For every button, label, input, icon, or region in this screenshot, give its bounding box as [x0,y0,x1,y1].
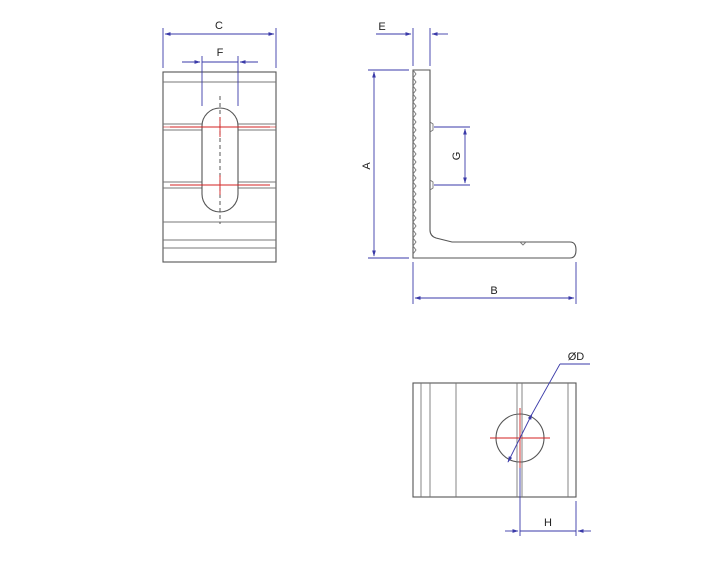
dimension-g-label: G [451,152,463,161]
top-view [412,382,577,498]
dimension-d-label: ØD [568,351,585,363]
dimension-c: C [162,20,277,68]
dimension-f: F [182,47,258,106]
dimension-e: E [376,21,448,66]
dimension-f-label: F [217,47,224,59]
dimension-g: G [434,126,470,186]
dimension-h-label: H [544,517,552,529]
front-view [162,71,277,263]
side-view [412,69,577,259]
dimension-c-label: C [215,20,223,32]
dimension-d: ØD [507,351,590,463]
dimension-e-label: E [378,21,385,33]
dimension-a-label: A [361,162,373,170]
dimension-b: B [412,262,577,304]
dimension-b-label: B [490,285,497,297]
dimension-a: A [361,69,409,259]
dimension-h: H [505,468,591,536]
